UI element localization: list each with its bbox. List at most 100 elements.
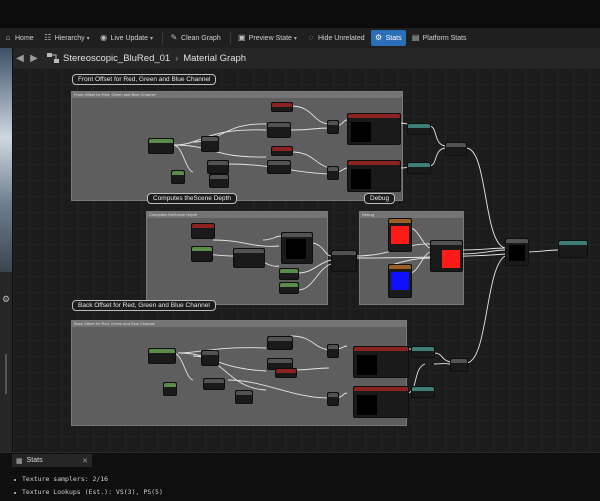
clean-graph-label: Clean Graph [181,34,221,42]
scrollbar[interactable] [5,354,7,394]
add-node[interactable] [203,378,225,390]
breadcrumb-separator-icon: › [175,53,179,63]
scene-texture-node[interactable] [353,386,409,418]
comment-bubble-debug[interactable]: Debug [364,193,396,204]
lerp-node[interactable] [331,250,357,272]
constant-node[interactable] [191,246,213,262]
chevron-down-icon: ▾ [293,35,297,42]
component-mask-node[interactable] [411,346,435,358]
constant-node[interactable] [279,268,299,280]
eye-icon: ◉ [100,33,108,42]
forward-arrow-icon[interactable]: ▶ [30,52,38,64]
debug-blue-node[interactable] [388,264,412,298]
append-node[interactable] [267,336,293,350]
constant-node[interactable] [279,282,299,294]
clean-graph-button[interactable]: ✎Clean Graph [166,30,225,46]
hide-unrelated-label: Hide Unrelated [317,34,365,42]
multiply-node[interactable] [201,136,219,152]
scene-texture-node[interactable] [347,160,401,192]
comment-box-back-offset[interactable]: Back Offset for Red, Green and Blue Chan… [71,320,407,426]
bullet-icon [14,492,16,494]
debug-red-node[interactable] [388,218,412,252]
comment-bubble-back-offset[interactable]: Back Offset for Red, Green and Blue Chan… [72,300,216,311]
component-mask-node[interactable] [407,162,431,174]
back-arrow-icon[interactable]: ◀ [16,52,24,64]
stats-line: Texture samplers: 2/16 [22,475,109,483]
graph-navigation-bar: ◀ ▶ Stereoscopic_BluRed_01 › Material Gr… [13,48,600,68]
preview-node[interactable] [281,232,313,264]
texcoord-add-node[interactable] [327,392,339,406]
texcoord-add-node[interactable] [327,166,339,180]
hierarchy-button[interactable]: ☷Hierarchy▾ [40,30,94,46]
scene-depth-node[interactable] [191,223,215,239]
texcoord-add-node[interactable] [327,120,339,134]
preview-state-button[interactable]: ▣Preview State▾ [234,30,301,46]
comment-bubble-front-offset[interactable]: Front Offset for Red, Green and Blue Cha… [72,74,217,85]
play-icon: ▣ [237,33,246,42]
stats-tab-label: Stats [26,457,43,464]
comment-header: Debug [360,212,463,218]
component-mask-node[interactable] [411,386,435,398]
stats-button[interactable]: ⚙Stats [370,30,406,46]
close-icon[interactable]: ✕ [82,457,88,465]
debug-lerp-node[interactable] [430,240,463,272]
home-icon: ⌂ [5,33,11,42]
title-strip [0,0,600,28]
material-graph-canvas[interactable]: Front Offset for Red, Green and Blue Cha… [13,68,600,452]
broom-icon: ✎ [170,33,178,42]
comment-bubble-scene-depth[interactable]: Computes theScene Depth [147,193,238,204]
toolbar: ⌂Home ☷Hierarchy▾ ◉Live Update▾ ✎Clean G… [0,28,600,49]
platform-stats-label: Platform Stats [422,34,467,42]
stats-label: Stats [385,34,402,42]
platform-stats-icon: ▤ [411,33,420,42]
comment-header: Back Offset for Red, Green and Blue Chan… [72,321,406,327]
breadcrumb-asset[interactable]: Stereoscopic_BluRed_01 [63,52,171,64]
scene-texture-node[interactable] [347,113,401,145]
lerp-red-preview [442,250,460,268]
breadcrumb-graph[interactable]: Material Graph [183,52,247,64]
component-mask-node[interactable] [407,123,431,135]
comment-box-front-offset[interactable]: Front Offset for Red, Green and Blue Cha… [71,91,403,201]
chevron-down-icon: ▾ [86,35,90,42]
bullet-icon [14,479,16,481]
red-preview [391,226,409,244]
home-button[interactable]: ⌂Home [0,30,38,46]
final-lerp-node[interactable] [505,238,529,266]
constant-node[interactable] [148,348,176,364]
texcoord-node[interactable] [163,382,177,396]
platform-stats-button[interactable]: ▤Platform Stats [408,30,471,46]
append-node[interactable] [450,358,468,372]
divide-node[interactable] [233,248,265,268]
append-node[interactable] [267,122,291,138]
append-node[interactable] [267,160,291,174]
parameter-node[interactable] [275,368,297,378]
hide-unrelated-button[interactable]: ◌Hide Unrelated [303,30,369,46]
stats-tab-icon: ▦ [16,457,23,465]
toolbar-separator [162,32,164,44]
constant-node[interactable] [148,138,174,154]
details-panel-edge: ⚙ [0,48,13,452]
hide-icon: ◌ [308,33,314,42]
hierarchy-icon: ☷ [44,33,52,42]
add-node[interactable] [207,160,229,174]
material-output-node[interactable] [558,240,588,258]
subtract-node[interactable] [209,174,229,188]
live-update-label: Live Update [110,34,149,42]
material-graph-icon [47,53,59,63]
multiply-node[interactable] [201,350,219,366]
texcoord-node[interactable] [171,170,185,184]
stats-panel: ▦ Stats ✕ Texture samplers: 2/16 Texture… [0,452,600,501]
append-node[interactable] [445,142,467,156]
gear-icon[interactable]: ⚙ [1,294,11,304]
hierarchy-label: Hierarchy [54,34,85,42]
scene-texture-node[interactable] [353,346,409,378]
subtract-node[interactable] [235,390,253,404]
parameter-node[interactable] [271,102,293,112]
stats-line: Texture Lookups (Est.): VS(3), PS(5) [22,488,163,496]
parameter-node[interactable] [271,146,293,156]
viewport-preview[interactable] [0,48,12,272]
live-update-button[interactable]: ◉Live Update▾ [96,30,157,46]
comment-header: Computes theScene Depth [147,212,327,218]
stats-tab[interactable]: ▦ Stats ✕ [12,454,92,467]
texcoord-add-node[interactable] [327,344,339,358]
